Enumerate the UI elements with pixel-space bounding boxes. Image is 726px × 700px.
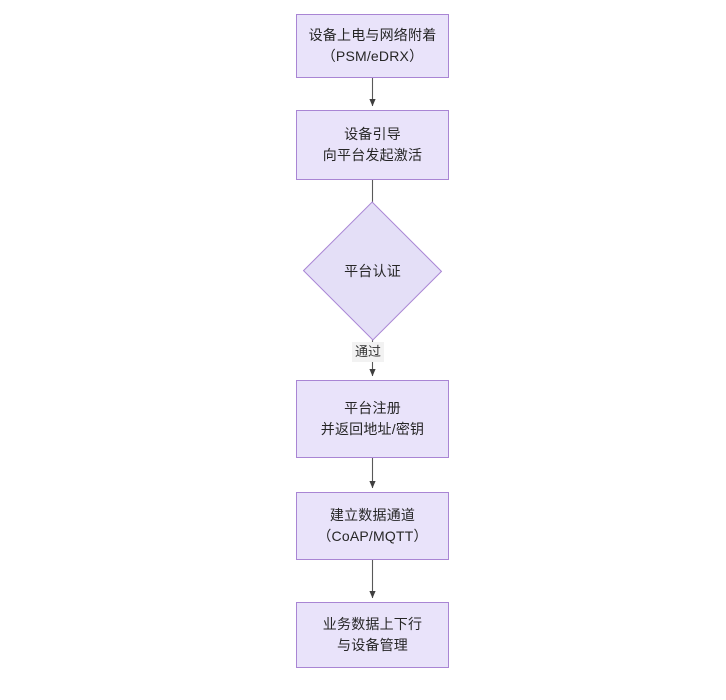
node-data-channel-line2: （CoAP/MQTT） bbox=[317, 528, 428, 544]
node-business-data-line1: 业务数据上下行 bbox=[322, 616, 423, 632]
node-power-on-line2: （PSM/eDRX） bbox=[321, 48, 424, 64]
node-platform-register-line2: 并返回地址/密钥 bbox=[320, 421, 425, 437]
edge-label-pass-text: 通过 bbox=[355, 344, 382, 359]
node-bootstrap-line1: 设备引导 bbox=[344, 126, 401, 142]
edge-label-pass: 通过 bbox=[352, 342, 385, 362]
node-power-on-line1: 设备上电与网络附着 bbox=[308, 27, 437, 43]
node-bootstrap-line2: 向平台发起激活 bbox=[322, 147, 423, 163]
node-data-channel[interactable]: 建立数据通道 （CoAP/MQTT） bbox=[296, 492, 449, 560]
node-platform-auth[interactable]: 平台认证 bbox=[302, 201, 443, 341]
node-platform-auth-label: 平台认证 bbox=[344, 263, 401, 279]
node-business-data-line2: 与设备管理 bbox=[337, 637, 408, 653]
node-platform-register[interactable]: 平台注册 并返回地址/密钥 bbox=[296, 380, 449, 458]
node-business-data[interactable]: 业务数据上下行 与设备管理 bbox=[296, 602, 449, 668]
node-data-channel-line1: 建立数据通道 bbox=[329, 507, 416, 523]
node-platform-register-line1: 平台注册 bbox=[344, 400, 401, 416]
node-bootstrap[interactable]: 设备引导 向平台发起激活 bbox=[296, 110, 449, 180]
node-power-on[interactable]: 设备上电与网络附着 （PSM/eDRX） bbox=[296, 14, 449, 78]
